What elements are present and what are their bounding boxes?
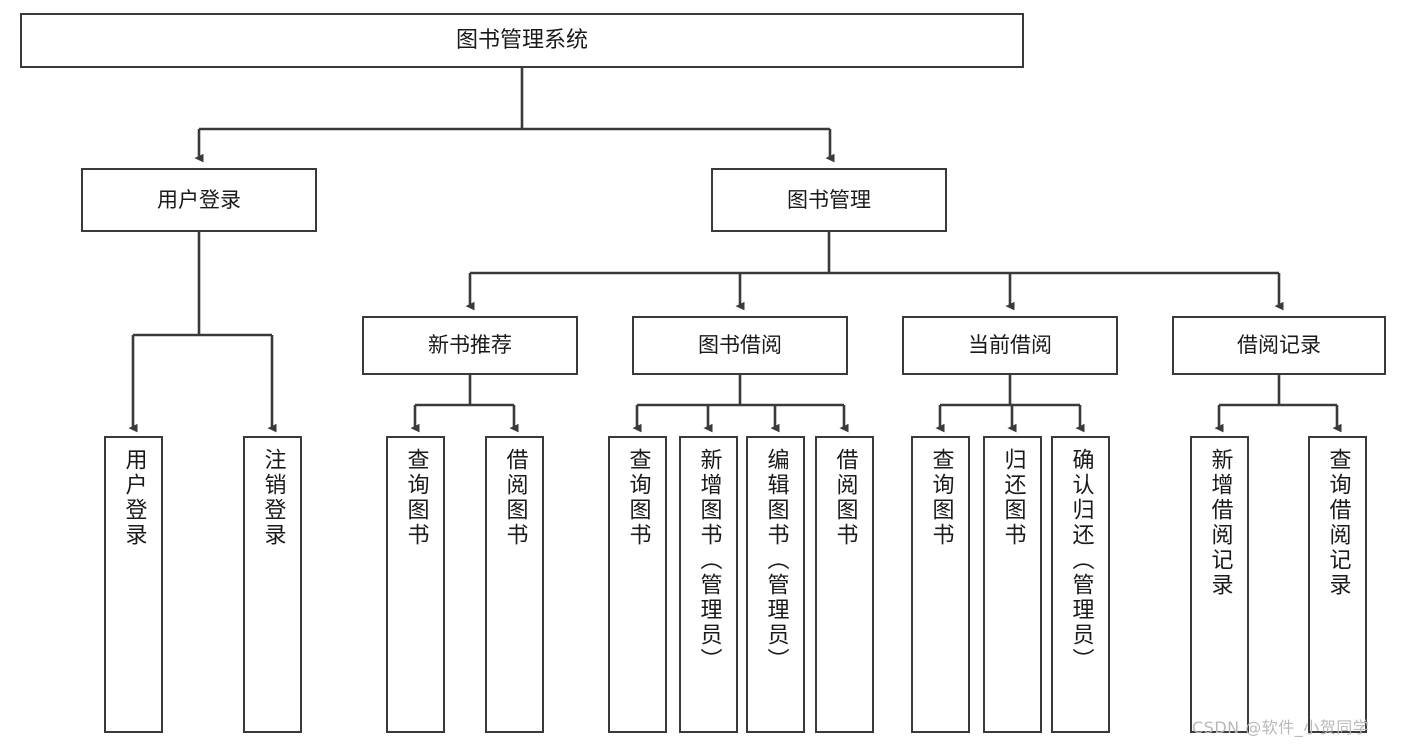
node-leaf-confirm-return[interactable]: 确认归还（管理员）	[1051, 436, 1110, 733]
node-leaf-borrow-book-1-label: 借阅图书	[502, 448, 528, 548]
node-leaf-query-book-3-label: 查询图书	[928, 448, 954, 548]
edge-group-root	[194, 68, 835, 163]
node-new-book-rec-label: 新书推荐	[428, 333, 512, 358]
node-borrow-record[interactable]: 借阅记录	[1172, 316, 1386, 375]
node-leaf-return-book[interactable]: 归还图书	[983, 436, 1042, 733]
edge-group-user-login-leaves	[128, 232, 277, 433]
node-leaf-confirm-return-label: 确认归还（管理员）	[1068, 448, 1094, 673]
node-leaf-add-record[interactable]: 新增借阅记录	[1190, 436, 1249, 733]
node-leaf-borrow-book-2-label: 借阅图书	[832, 448, 858, 548]
node-leaf-user-logout[interactable]: 注销登录	[243, 436, 302, 733]
node-user-login-label: 用户登录	[157, 187, 241, 212]
node-book-manage-label: 图书管理	[787, 187, 871, 212]
node-book-borrow-label: 图书借阅	[698, 333, 782, 358]
node-leaf-user-logout-label: 注销登录	[260, 448, 286, 548]
node-leaf-edit-book[interactable]: 编辑图书（管理员）	[746, 436, 805, 733]
node-leaf-query-book-3[interactable]: 查询图书	[911, 436, 970, 733]
node-book-borrow[interactable]: 图书借阅	[632, 316, 848, 375]
node-leaf-user-login-label: 用户登录	[121, 448, 147, 548]
edge-group-borrow-record-leaves	[1214, 375, 1342, 433]
node-root[interactable]: 图书管理系统	[20, 13, 1024, 68]
edge-group-new-book-rec-leaves	[410, 375, 519, 433]
node-leaf-borrow-book-1[interactable]: 借阅图书	[485, 436, 544, 733]
node-leaf-edit-book-label: 编辑图书（管理员）	[763, 448, 789, 673]
node-leaf-query-book-1[interactable]: 查询图书	[386, 436, 445, 733]
node-leaf-add-book-label: 新增图书（管理员）	[696, 448, 722, 673]
node-current-borrow-label: 当前借阅	[968, 333, 1052, 358]
node-new-book-rec[interactable]: 新书推荐	[362, 316, 578, 375]
node-leaf-query-book-1-label: 查询图书	[403, 448, 429, 548]
node-leaf-query-book-2[interactable]: 查询图书	[608, 436, 667, 733]
node-leaf-user-login[interactable]: 用户登录	[104, 436, 163, 733]
node-book-manage[interactable]: 图书管理	[711, 168, 947, 232]
csdn-watermark: CSDN @软件_小贺同学	[1192, 718, 1370, 737]
node-leaf-query-book-2-label: 查询图书	[625, 448, 651, 548]
node-root-label: 图书管理系统	[455, 27, 588, 53]
node-leaf-query-record-label: 查询借阅记录	[1325, 448, 1351, 598]
node-leaf-query-record[interactable]: 查询借阅记录	[1308, 436, 1367, 733]
node-leaf-borrow-book-2[interactable]: 借阅图书	[815, 436, 874, 733]
edge-group-book-manage	[465, 232, 1284, 311]
node-leaf-return-book-label: 归还图书	[1000, 448, 1026, 548]
edge-group-current-borrow-leaves	[935, 375, 1085, 433]
node-leaf-add-record-label: 新增借阅记录	[1207, 448, 1233, 598]
node-current-borrow[interactable]: 当前借阅	[902, 316, 1118, 375]
node-leaf-add-book[interactable]: 新增图书（管理员）	[679, 436, 738, 733]
node-borrow-record-label: 借阅记录	[1237, 333, 1321, 358]
node-user-login[interactable]: 用户登录	[81, 168, 317, 232]
edge-group-book-borrow-leaves	[632, 375, 849, 433]
